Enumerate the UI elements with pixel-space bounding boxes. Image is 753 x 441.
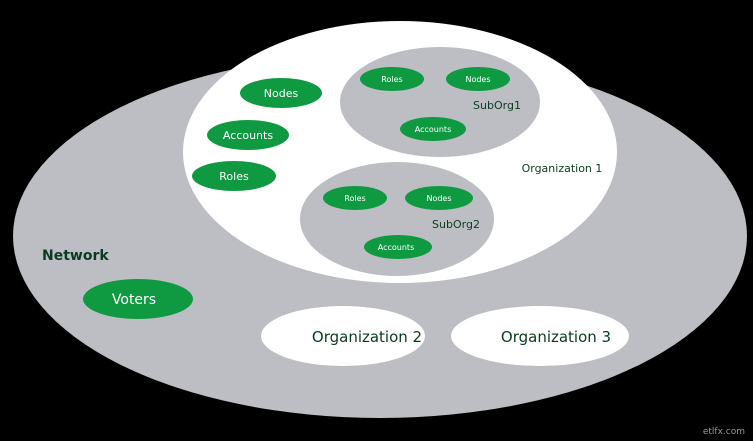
suborg2-nodes-label: Nodes: [426, 194, 451, 203]
org1-roles-label: Roles: [219, 170, 249, 183]
organization2-ellipse: [261, 306, 425, 366]
network-label: Network: [42, 248, 109, 264]
suborg2-label: SubOrg2: [432, 218, 480, 231]
suborg2-nodes-pill: [405, 186, 473, 210]
suborg2-roles-pill: [323, 186, 387, 210]
org1-accounts-label: Accounts: [223, 129, 273, 142]
voters-label: Voters: [112, 292, 156, 308]
organization3-label: Organization 3: [501, 328, 611, 346]
suborg1-accounts-pill: [400, 117, 466, 141]
suborg1-accounts-label: Accounts: [415, 125, 451, 134]
suborg1-nodes-pill: [446, 67, 510, 91]
suborg1-roles-label: Roles: [381, 75, 402, 84]
suborg1-nodes-label: Nodes: [465, 75, 490, 84]
voters-pill: [83, 279, 193, 319]
suborg2-accounts-pill: [364, 235, 432, 259]
suborg2-accounts-label: Accounts: [378, 243, 414, 252]
suborg2-roles-label: Roles: [344, 194, 365, 203]
org1-roles-pill: [192, 161, 276, 191]
organization1-label: Organization 1: [522, 162, 603, 175]
org1-accounts-pill: [207, 120, 289, 150]
suborg1-roles-pill: [360, 67, 424, 91]
watermark: etlfx.com: [702, 427, 745, 437]
organization2-label: Organization 2: [312, 328, 422, 346]
org1-nodes-pill: [240, 78, 322, 108]
organization3-ellipse: [451, 306, 629, 366]
suborg1-label: SubOrg1: [473, 99, 521, 112]
org1-nodes-label: Nodes: [264, 87, 299, 100]
